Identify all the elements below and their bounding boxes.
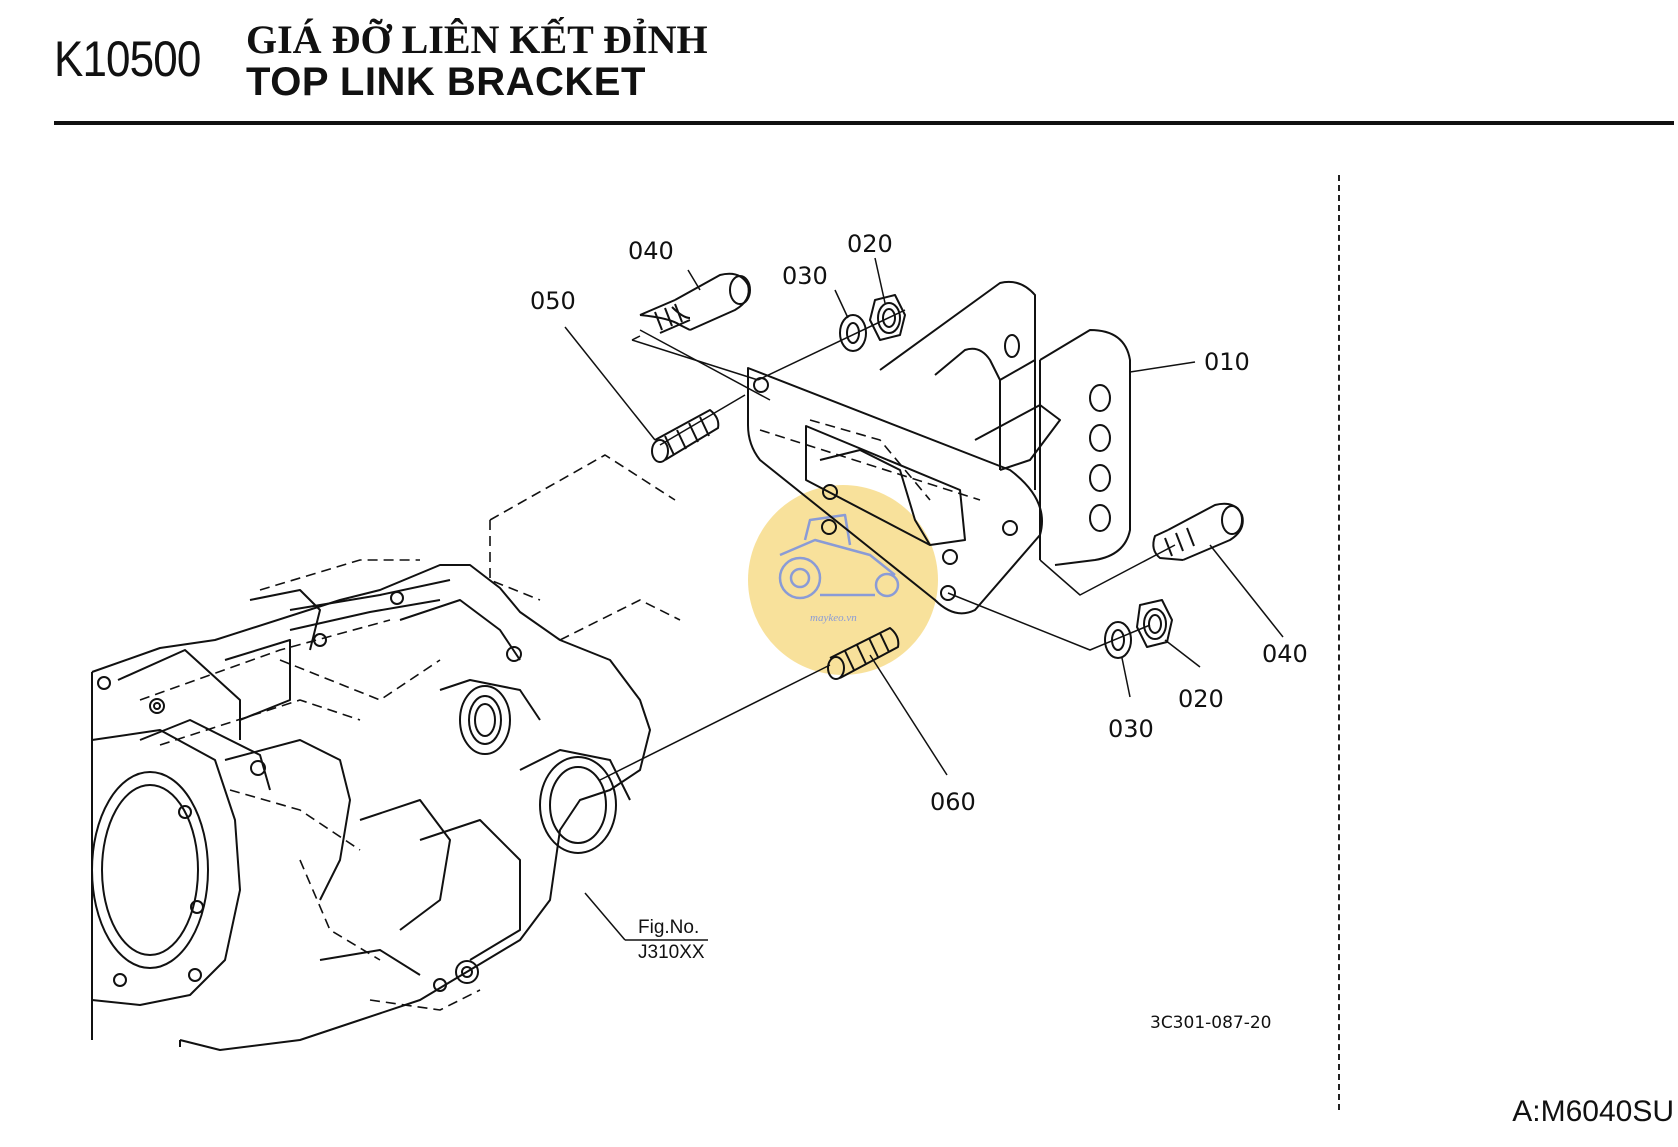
callout-040-right: 040: [1262, 640, 1308, 668]
title-vietnamese: GIÁ ĐỠ LIÊN KẾT ĐỈNH: [246, 17, 708, 62]
spring-washer-part-030-right: [1104, 621, 1132, 659]
part-group-code: K10500: [54, 31, 201, 87]
figure-reference: Fig.No. J310XX: [638, 915, 705, 965]
tractor-logo-icon: [778, 513, 900, 600]
header-rule: [54, 121, 1674, 125]
nut-part-020-right: [1136, 599, 1173, 648]
callout-030-right: 030: [1108, 715, 1154, 743]
hidden-lines: [139, 380, 1001, 1011]
callout-010: 010: [1204, 348, 1250, 376]
bolt-part-040-right: [1152, 502, 1244, 561]
figure-reference-number: J310XX: [638, 942, 705, 963]
bolt-part-040-top: [639, 272, 751, 334]
leader-lines: [564, 257, 1284, 941]
stud-part-050: [651, 409, 720, 463]
title-english: TOP LINK BRACKET: [246, 60, 646, 104]
callout-040-top: 040: [628, 237, 674, 265]
assembly-lines: [599, 309, 1176, 781]
drawing-code: 3C301-087-20: [1150, 1013, 1272, 1033]
callout-020-right: 020: [1178, 685, 1224, 713]
callout-050: 050: [530, 287, 576, 315]
page-header: K10500 GIÁ ĐỠ LIÊN KẾT ĐỈNH TOP LINK BRA…: [54, 10, 1674, 120]
top-link-bracket-part-010: [747, 280, 1131, 615]
callout-060: 060: [930, 788, 976, 816]
figure-reference-label: Fig.No.: [638, 917, 700, 938]
model-code: A:M6040SU: [1512, 1095, 1674, 1128]
transmission-housing: [91, 564, 651, 1051]
dashed-separator: [1338, 175, 1340, 1110]
stud-part-060: [827, 627, 900, 680]
callout-020-top: 020: [847, 230, 893, 258]
watermark-text: maykeo.vn: [810, 612, 857, 624]
nut-part-020-top: [869, 294, 906, 341]
spring-washer-part-030-top: [839, 314, 867, 352]
callout-030-top: 030: [782, 262, 828, 290]
